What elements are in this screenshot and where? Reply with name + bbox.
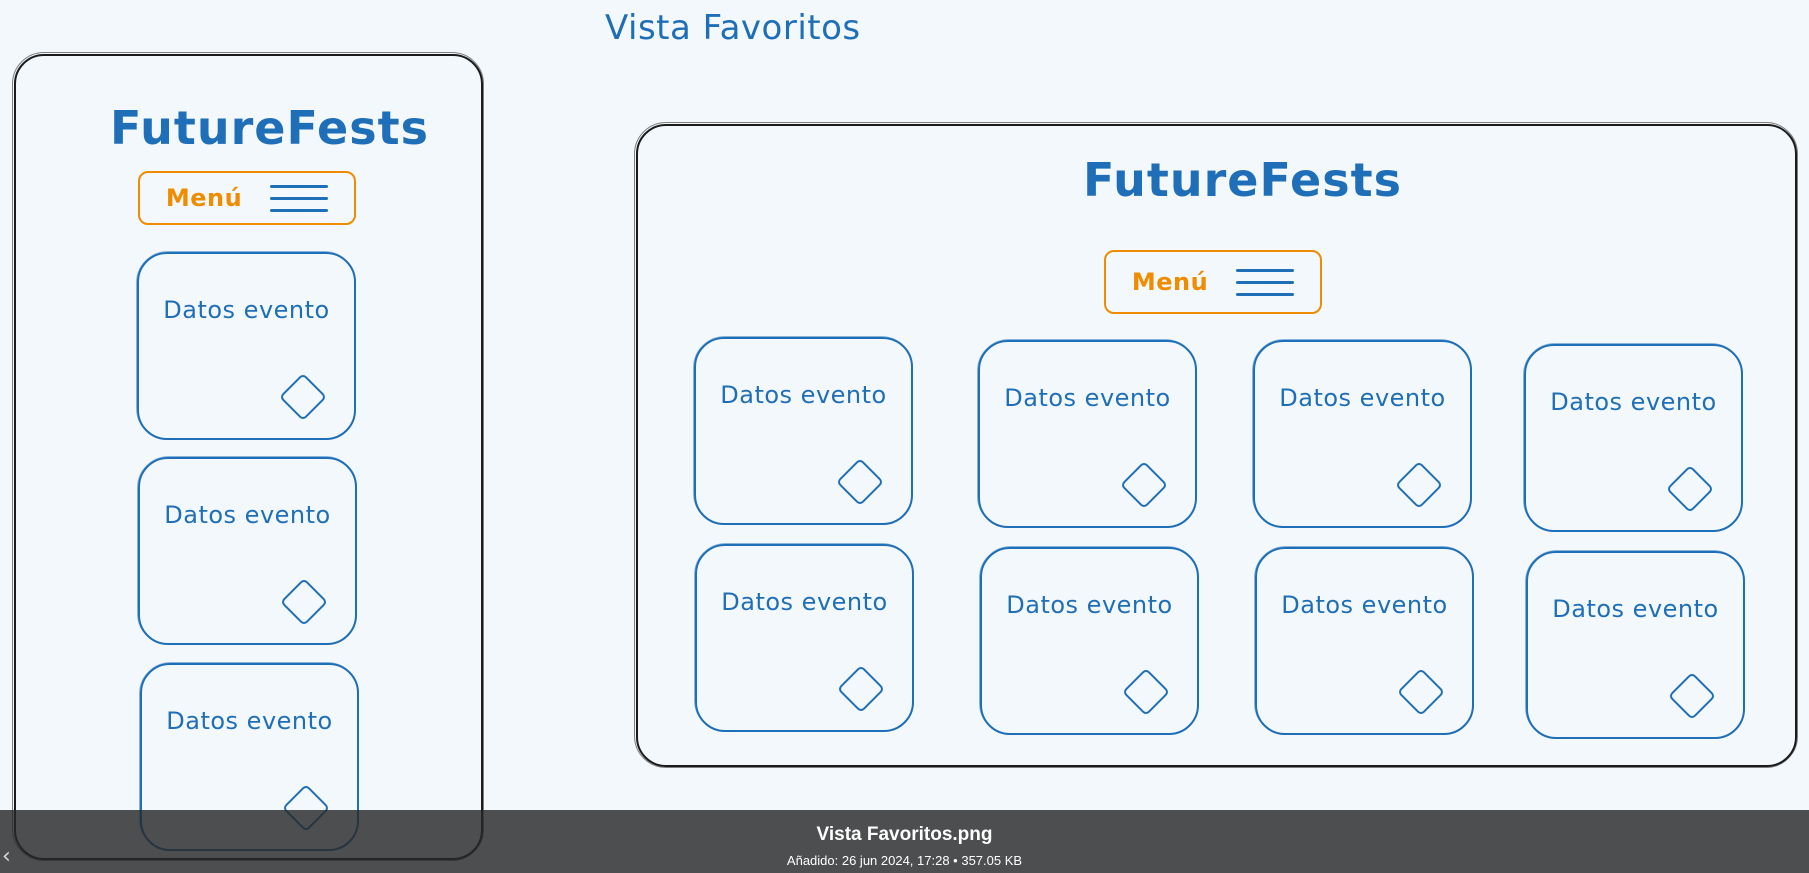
event-card-label: Datos evento: [163, 296, 330, 324]
event-card-label: Datos evento: [1552, 595, 1719, 623]
hamburger-icon: [270, 184, 329, 212]
image-file-name: Vista Favoritos.png: [816, 824, 993, 845]
diamond-favorite-icon[interactable]: [1667, 671, 1717, 721]
diamond-favorite-icon[interactable]: [279, 577, 329, 627]
desktop-menu-label: Menú: [1131, 268, 1209, 296]
image-meta: Añadido: 26 jun 2024, 17:28 • 357.05 KB: [786, 853, 1023, 868]
hamburger-icon: [1236, 268, 1295, 296]
event-card-label: Datos evento: [1006, 591, 1173, 619]
mobile-frame: FutureFests Menú Datos evento Datos even…: [12, 52, 484, 861]
desktop-event-card[interactable]: Datos evento: [977, 339, 1197, 528]
event-card-label: Datos evento: [1004, 384, 1171, 412]
diamond-favorite-icon[interactable]: [278, 372, 328, 422]
image-info-bar: Vista Favoritos.png Añadido: 26 jun 2024…: [0, 810, 1809, 873]
desktop-event-card[interactable]: Datos evento: [693, 336, 913, 525]
mobile-menu-button[interactable]: Menú: [138, 171, 356, 225]
diamond-favorite-icon[interactable]: [836, 664, 886, 714]
diamond-favorite-icon[interactable]: [1394, 460, 1444, 510]
desktop-frame: FutureFests Menú Datos evento Datos even…: [634, 122, 1798, 768]
desktop-event-card[interactable]: Datos evento: [1525, 550, 1745, 739]
diamond-favorite-icon[interactable]: [1119, 460, 1169, 510]
mobile-event-card[interactable]: Datos evento: [137, 456, 357, 645]
event-card-label: Datos evento: [720, 381, 887, 409]
diamond-favorite-icon[interactable]: [1396, 667, 1446, 717]
diamond-favorite-icon[interactable]: [835, 457, 885, 507]
mobile-brand-title: FutureFests: [110, 101, 430, 155]
diamond-favorite-icon[interactable]: [1121, 667, 1171, 717]
mobile-menu-label: Menú: [165, 184, 243, 212]
event-card-label: Datos evento: [1281, 591, 1448, 619]
page-title: Vista Favoritos: [605, 8, 861, 48]
desktop-event-card[interactable]: Datos evento: [1523, 343, 1743, 532]
desktop-event-card[interactable]: Datos evento: [694, 543, 914, 732]
event-card-label: Datos evento: [1550, 388, 1717, 416]
event-card-label: Datos evento: [164, 501, 331, 529]
desktop-event-card[interactable]: Datos evento: [1254, 546, 1474, 735]
desktop-menu-button[interactable]: Menú: [1104, 250, 1322, 314]
desktop-event-card[interactable]: Datos evento: [979, 546, 1199, 735]
desktop-brand-title: FutureFests: [1083, 153, 1403, 207]
mobile-event-card[interactable]: Datos evento: [136, 251, 356, 440]
event-card-label: Datos evento: [166, 707, 333, 735]
event-card-label: Datos evento: [1279, 384, 1446, 412]
desktop-event-card[interactable]: Datos evento: [1252, 339, 1472, 528]
event-card-label: Datos evento: [721, 588, 888, 616]
chevron-left-icon[interactable]: ‹: [2, 844, 11, 869]
diamond-favorite-icon[interactable]: [1665, 464, 1715, 514]
